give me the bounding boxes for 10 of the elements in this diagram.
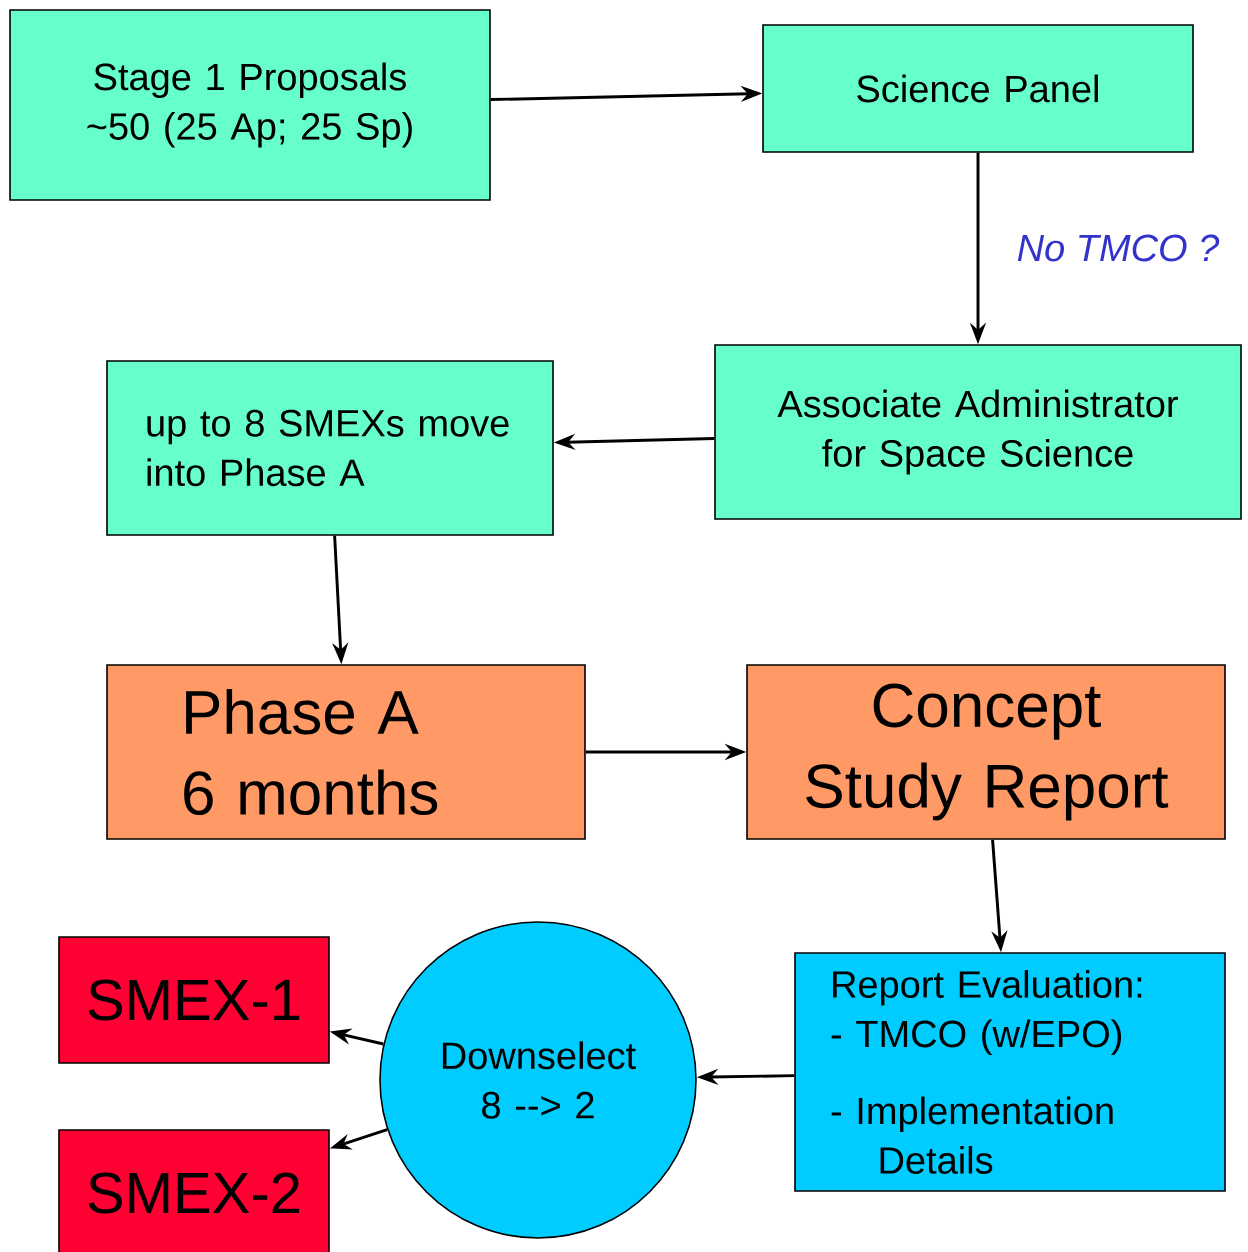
process-box: Science Panel [762, 24, 1194, 153]
report-box: Concept Study Report [746, 664, 1226, 840]
result-box: SMEX-2 [58, 1129, 330, 1252]
process-box: Associate Administrator for Space Science [714, 344, 1242, 520]
process-box: up to 8 SMEXs move into Phase A [106, 360, 554, 536]
process-box: Stage 1 Proposals ~50 (25 Ap; 25 Sp) [9, 9, 491, 201]
evaluation-box: Report Evaluation: - TMCO (w/EPO) - Implementation Details [794, 952, 1226, 1192]
result-box: SMEX-1 [58, 936, 330, 1064]
edge-label: No TMCO ? [1017, 234, 1220, 262]
phase-box: Phase A 6 months [106, 664, 586, 840]
